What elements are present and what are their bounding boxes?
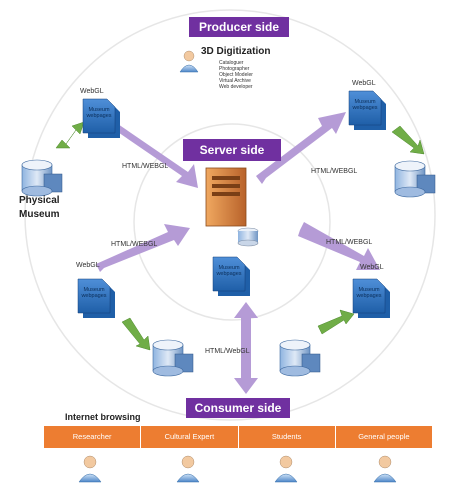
consumer-researcher: Researcher	[44, 426, 142, 448]
green-arrow-bottom-right	[317, 309, 355, 335]
museum-webpages-doc-top-right	[348, 90, 386, 130]
inner-ring	[133, 123, 331, 321]
arrow-lower-left	[96, 224, 190, 272]
internet-browsing-label: Internet browsing	[65, 412, 141, 422]
green-arrow-bottom-left	[121, 317, 151, 351]
producer-user-icon	[179, 50, 199, 73]
arrow-bottom	[234, 302, 258, 394]
doc-label-top-left: Museum webpages	[86, 107, 112, 119]
museum-webpages-doc-bottom-right	[352, 278, 390, 318]
museum-webpages-doc-bottom-left	[77, 278, 115, 318]
consumer-user-icon-3	[274, 455, 298, 483]
protocol-label-upper-left: HTML/WEBGL	[122, 163, 169, 170]
museum-webpages-doc-top-left	[82, 98, 120, 138]
producer-role-1: Cataloguer	[219, 60, 244, 66]
webgl-label-top-left: WebGL	[80, 88, 104, 95]
database-icon-bottom-right	[279, 339, 321, 377]
producer-role-5: Web developer	[219, 84, 253, 90]
consumer-user-icon-4	[373, 455, 397, 483]
protocol-arrows	[96, 112, 380, 394]
protocol-label-bottom: HTML/WebGL	[205, 348, 250, 355]
consumer-cultural-expert: Cultural Expert	[141, 426, 239, 448]
database-icon-left	[21, 159, 63, 197]
producer-role-3: Object Modeler	[219, 72, 253, 78]
consumer-general-people: General people	[358, 432, 410, 441]
green-arrow-top-right	[391, 125, 425, 155]
doc-label-bottom-right: Museum webpages	[356, 287, 382, 299]
doc-label-top-right: Museum webpages	[352, 99, 378, 111]
museum-webpages-doc-center	[212, 256, 250, 296]
arrow-upper-right	[256, 112, 346, 184]
doc-label-bottom-left: Museum webpages	[81, 287, 107, 299]
database-icon-bottom-left	[152, 339, 194, 377]
green-arrow-top-left	[55, 121, 85, 149]
outer-ring	[24, 9, 436, 421]
consumer-user-icon-1	[78, 455, 102, 483]
physical-museum-label-1: Physical	[19, 195, 60, 206]
webgl-label-bottom-right: WebGL	[360, 264, 384, 271]
protocol-label-lower-left: HTML/WEBGL	[111, 241, 158, 248]
arrow-upper-left	[107, 122, 198, 188]
consumer-side-tag: Consumer side	[186, 398, 290, 418]
server-computer-icon	[205, 167, 259, 247]
webgl-label-top-right: WebGL	[352, 80, 376, 87]
producer-role-4: Virtual Archive	[219, 78, 251, 84]
webgl-label-bottom-left: WebGL	[76, 262, 100, 269]
doc-label-center: Museum webpages	[216, 265, 242, 277]
producer-side-tag: Producer side	[189, 17, 289, 37]
consumer-user-icon-2	[176, 455, 200, 483]
protocol-label-upper-right: HTML/WEBGL	[311, 168, 358, 175]
database-icon-right	[394, 160, 436, 198]
consumer-bar: Researcher Cultural Expert Students Gene…	[44, 426, 432, 448]
server-side-tag: Server side	[183, 139, 281, 161]
protocol-label-lower-right: HTML/WEBGL	[326, 239, 373, 246]
physical-museum-label-2: Museum	[19, 209, 60, 220]
consumer-students: Students	[239, 426, 336, 448]
digitization-title: 3D Digitization	[201, 46, 271, 57]
green-arrows	[55, 121, 425, 351]
arrow-lower-right	[298, 222, 380, 270]
producer-role-2: Photographer	[219, 66, 250, 72]
